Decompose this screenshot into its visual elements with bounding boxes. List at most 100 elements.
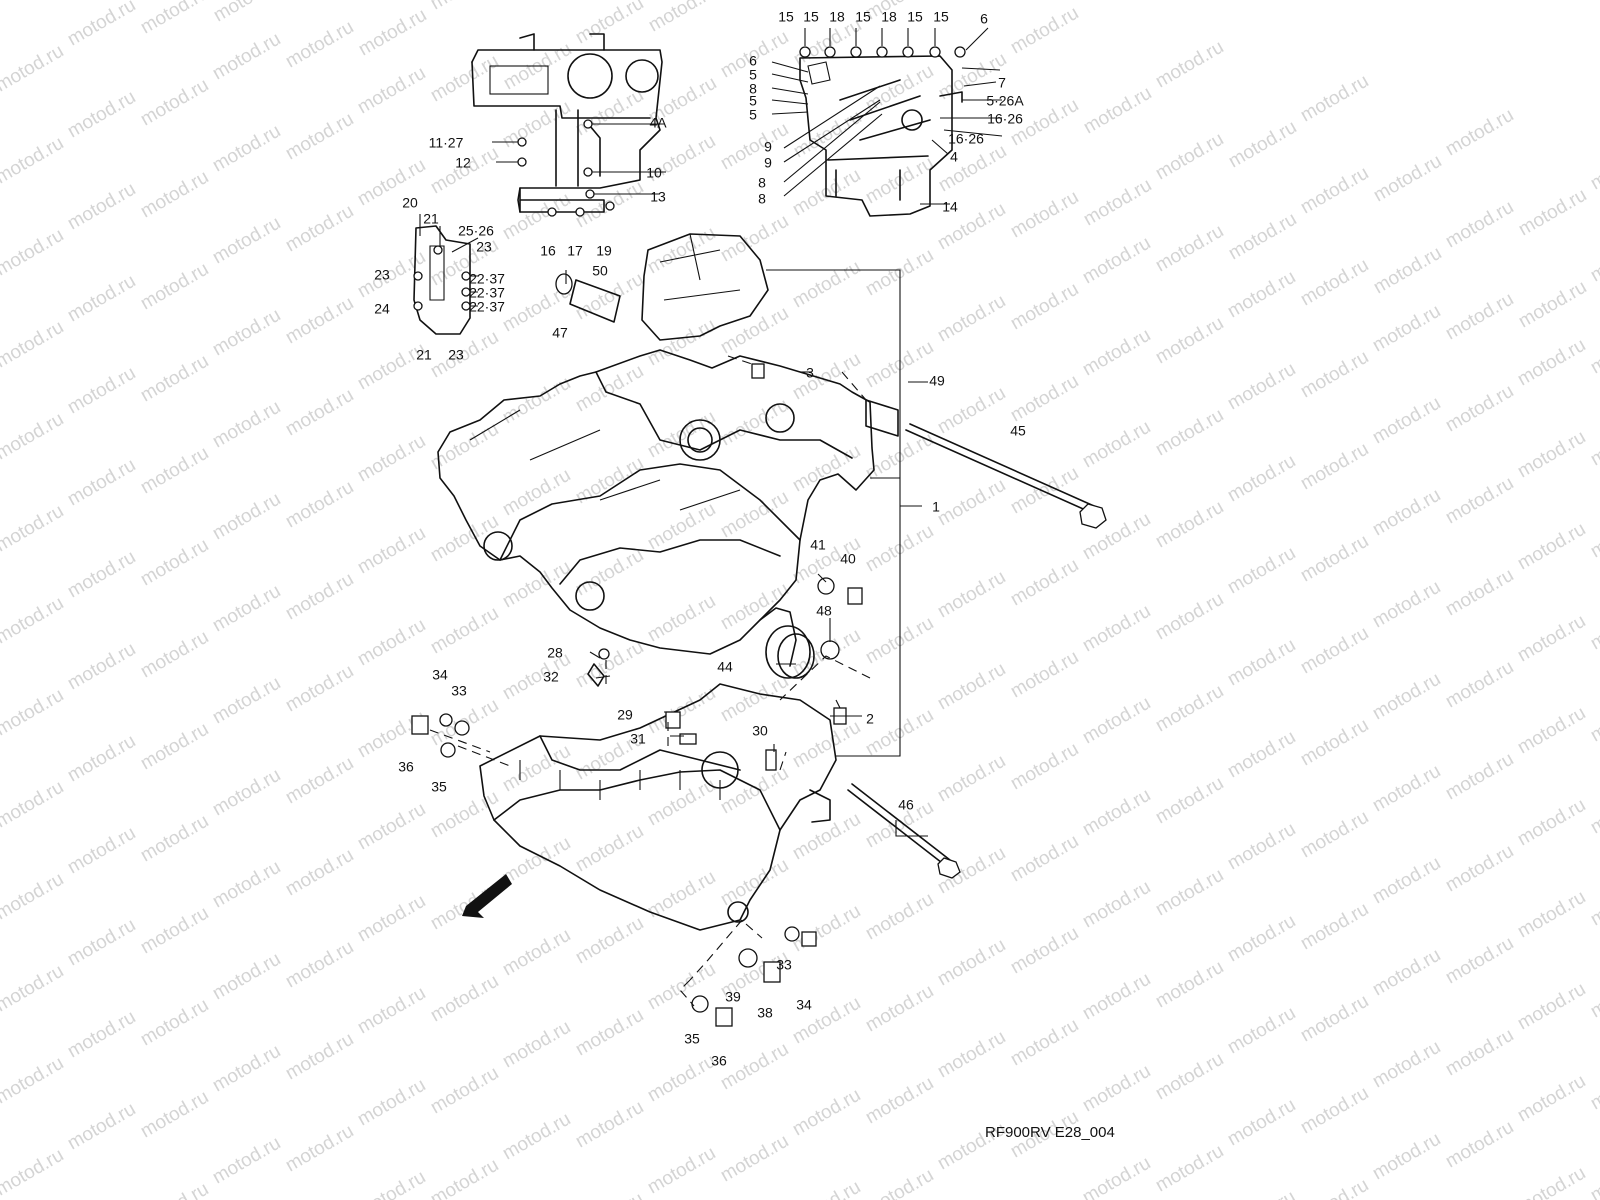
watermark-text: motod.ru bbox=[0, 1053, 67, 1109]
watermark-text: motod.ru bbox=[644, 407, 719, 463]
part-callout: 9 bbox=[764, 155, 772, 171]
watermark-text: motod.ru bbox=[862, 1165, 937, 1200]
watermark-text: motod.ru bbox=[1297, 715, 1372, 771]
watermark-text: motod.ru bbox=[789, 717, 864, 773]
watermark-text: motod.ru bbox=[1587, 967, 1600, 1023]
watermark-text: motod.ru bbox=[499, 1017, 574, 1073]
watermark-text: motod.ru bbox=[934, 475, 1009, 531]
inset-top-bolts bbox=[799, 46, 966, 58]
watermark-text: motod.ru bbox=[499, 373, 574, 429]
part-callout: 15 bbox=[803, 9, 819, 25]
watermark-text: motod.ru bbox=[1297, 899, 1372, 955]
watermark-text: motod.ru bbox=[717, 487, 792, 543]
watermark-text: motod.ru bbox=[1369, 485, 1444, 541]
watermark-text: motod.ru bbox=[572, 1097, 647, 1153]
watermark-text: motod.ru bbox=[1370, 151, 1445, 207]
watermark-text: motod.ru bbox=[137, 0, 212, 38]
watermark-text: motod.ru bbox=[1297, 991, 1372, 1047]
part-callout: 5 bbox=[749, 67, 757, 83]
watermark-text: motod.ru bbox=[137, 75, 212, 131]
watermark-text: motod.ru bbox=[572, 0, 647, 48]
watermark-text: motod.ru bbox=[862, 0, 937, 24]
watermark-text: motod.ru bbox=[1079, 325, 1154, 381]
watermark-text: motod.ru bbox=[1224, 1003, 1299, 1059]
watermark-text: motod.ru bbox=[1152, 589, 1227, 645]
watermark-text: motod.ru bbox=[644, 683, 719, 739]
watermark-text: motod.ru bbox=[64, 1007, 139, 1063]
watermark-text: motod.ru bbox=[1587, 875, 1600, 931]
watermark-text: motod.ru bbox=[209, 581, 284, 637]
part-callout: 36 bbox=[398, 759, 414, 775]
watermark-text: motod.ru bbox=[427, 1063, 502, 1119]
watermark-text: motod.ru bbox=[1152, 1141, 1227, 1197]
watermark-text: motod.ru bbox=[0, 1145, 67, 1200]
watermark-text: motod.ru bbox=[1369, 945, 1444, 1001]
watermark-text: motod.ru bbox=[1224, 819, 1299, 875]
watermark-text: motod.ru bbox=[1007, 647, 1082, 703]
watermark-text: motod.ru bbox=[209, 1041, 284, 1097]
part-callout: 30 bbox=[752, 723, 768, 739]
inset-cover-plate bbox=[413, 214, 479, 335]
watermark-text: motod.ru bbox=[1007, 923, 1082, 979]
watermark-text: motod.ru bbox=[1079, 233, 1154, 289]
watermark-text: motod.ru bbox=[717, 303, 792, 359]
watermark-text: motod.ru bbox=[645, 0, 720, 36]
watermark-text: motod.ru bbox=[1514, 887, 1589, 943]
watermark-text: motod.ru bbox=[1442, 1117, 1517, 1173]
watermark-text: motod.ru bbox=[354, 891, 429, 947]
watermark-text: motod.ru bbox=[1514, 335, 1589, 391]
part-callout: 5 bbox=[749, 107, 757, 123]
watermark-text: motod.ru bbox=[1514, 611, 1589, 667]
watermark-text: motod.ru bbox=[934, 383, 1009, 439]
part-callout: 7 bbox=[998, 75, 1006, 91]
watermark-text: motod.ru bbox=[64, 179, 139, 235]
lower-crankcase bbox=[479, 683, 837, 931]
watermark-text: motod.ru bbox=[572, 361, 647, 417]
watermark-text: motod.ru bbox=[354, 799, 429, 855]
watermark-text: motod.ru bbox=[1224, 451, 1299, 507]
watermark-text: motod.ru bbox=[1442, 197, 1517, 253]
watermark-text: motod.ru bbox=[499, 741, 574, 797]
watermark-text: motod.ru bbox=[934, 1027, 1009, 1083]
part-callout: 45 bbox=[1010, 423, 1026, 439]
part-callout: 15 bbox=[907, 9, 923, 25]
watermark-text: motod.ru bbox=[282, 937, 357, 993]
watermark-text: motod.ru bbox=[1369, 1037, 1444, 1093]
part-callout: 22·37 bbox=[469, 285, 505, 301]
watermark-text: motod.ru bbox=[789, 257, 864, 313]
part-callout: 39 bbox=[725, 989, 741, 1005]
watermark-text: motod.ru bbox=[137, 1179, 212, 1200]
watermark-text: motod.ru bbox=[1225, 209, 1300, 265]
watermark-text: motod.ru bbox=[1370, 243, 1445, 299]
watermark-text: motod.ru bbox=[789, 901, 864, 957]
watermark-text: motod.ru bbox=[1224, 635, 1299, 691]
watermark-text: motod.ru bbox=[137, 903, 212, 959]
watermark-text: motod.ru bbox=[499, 1109, 574, 1165]
watermark-text: motod.ru bbox=[209, 949, 284, 1005]
watermark-text: motod.ru bbox=[572, 1189, 647, 1200]
watermark-text: motod.ru bbox=[1080, 83, 1155, 139]
watermark-text: motod.ru bbox=[1079, 693, 1154, 749]
part-callout: 16·26 bbox=[987, 111, 1023, 127]
watermark-text: motod.ru bbox=[1080, 175, 1155, 231]
watermark-text: motod.ru bbox=[1514, 427, 1589, 483]
watermark-text: motod.ru bbox=[1079, 601, 1154, 657]
part-callout: 50 bbox=[592, 263, 608, 279]
watermark-text: motod.ru bbox=[137, 443, 212, 499]
part-callout: 29 bbox=[617, 707, 633, 723]
watermark-text: motod.ru bbox=[1079, 1061, 1154, 1117]
watermark-text: motod.ru bbox=[282, 1029, 357, 1085]
part-callout: 48 bbox=[816, 603, 832, 619]
watermark-text: motod.ru bbox=[427, 971, 502, 1027]
watermark-text: motod.ru bbox=[934, 935, 1009, 991]
watermark-text: motod.ru bbox=[1442, 565, 1517, 621]
watermark-text: motod.ru bbox=[1442, 657, 1517, 713]
fwd-arrow bbox=[462, 874, 512, 918]
watermark-text: motod.ru bbox=[0, 777, 67, 833]
watermark-text: motod.ru bbox=[0, 501, 67, 557]
watermark-text: motod.ru bbox=[862, 889, 937, 945]
part-callout: 15 bbox=[778, 9, 794, 25]
watermark-text: motod.ru bbox=[1224, 267, 1299, 323]
watermark-text: motod.ru bbox=[209, 121, 284, 177]
watermark-text: motod.ru bbox=[209, 489, 284, 545]
